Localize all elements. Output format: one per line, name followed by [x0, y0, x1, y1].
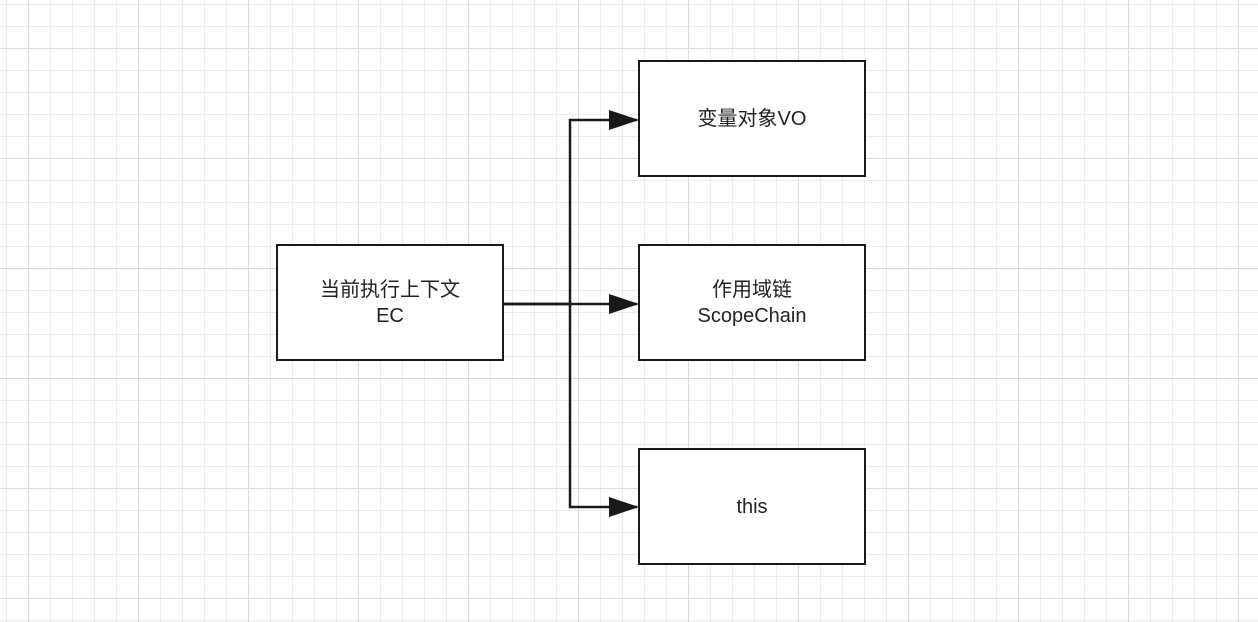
connector-ec-to-this	[504, 302, 639, 517]
connector-ec-to-vo	[504, 110, 639, 306]
variable-object-node[interactable]: 变量对象VO	[638, 60, 866, 177]
scope-chain-node[interactable]: 作用域链 ScopeChain	[638, 244, 866, 361]
scope-chain-label: 作用域链	[712, 278, 792, 301]
this-label: this	[736, 495, 768, 518]
scope-chain-english-label: ScopeChain	[697, 304, 807, 327]
this-node[interactable]: this	[638, 448, 866, 565]
execution-context-abbrev: EC	[376, 304, 404, 327]
execution-context-node[interactable]: 当前执行上下文 EC	[276, 244, 504, 361]
variable-object-label: 变量对象VO	[697, 107, 807, 130]
execution-context-label: 当前执行上下文	[320, 278, 460, 301]
